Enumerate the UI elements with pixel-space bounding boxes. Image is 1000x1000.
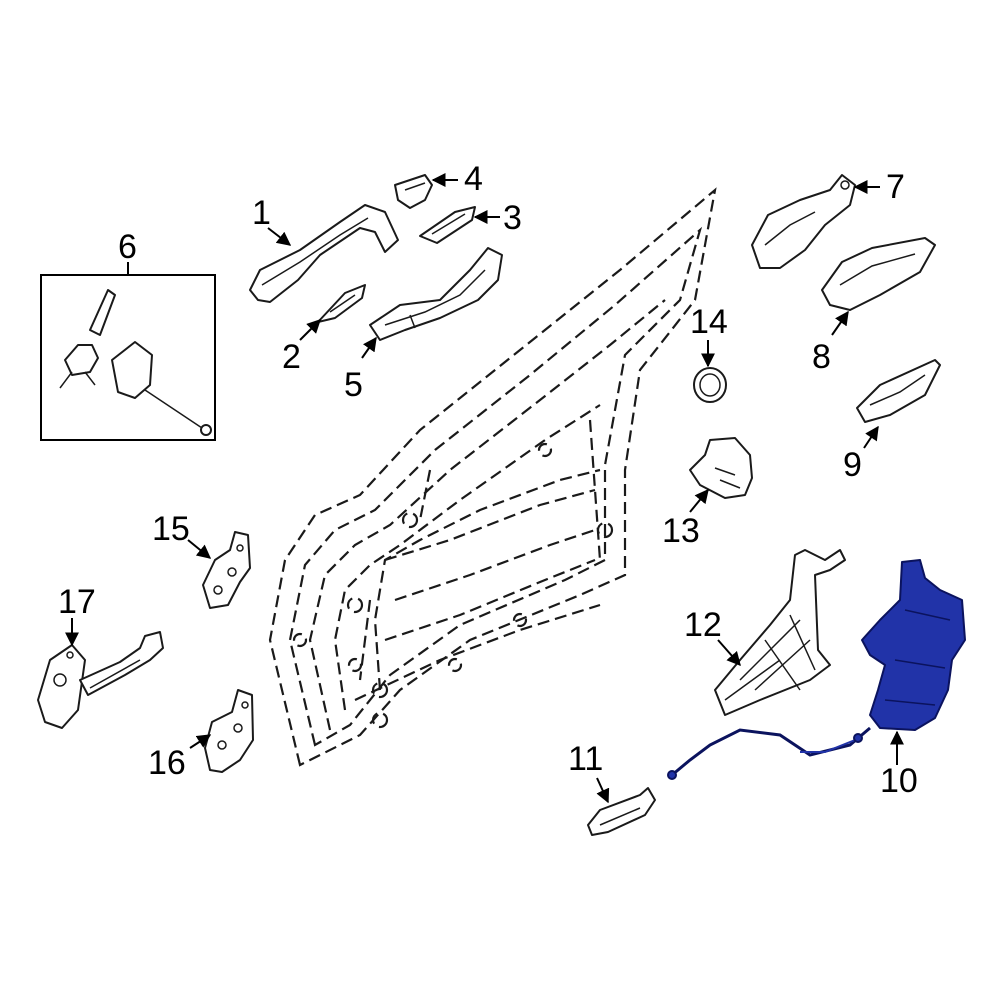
part-14-grommet <box>693 367 727 403</box>
callout-3: 3 <box>503 199 522 237</box>
callout-6: 6 <box>118 228 137 266</box>
callout-2: 2 <box>282 338 301 376</box>
callout-labels: 1 2 3 4 5 6 7 8 9 10 11 12 13 14 15 16 1… <box>58 160 918 800</box>
callout-11: 11 <box>568 740 603 778</box>
part-7-inner-handle-frame <box>751 174 856 269</box>
part-12-trim-bracket <box>714 549 846 716</box>
part-8-inner-handle <box>821 237 936 311</box>
part-9-bezel <box>856 359 941 423</box>
part-17-door-check <box>37 631 164 729</box>
callout-10: 10 <box>880 762 918 800</box>
part-15-upper-hinge <box>202 531 251 609</box>
part-6-lock-cylinder-set <box>40 274 216 441</box>
part-1-outer-handle <box>249 204 399 303</box>
part-2-cover <box>317 284 366 323</box>
callout-13: 13 <box>662 512 700 550</box>
callout-9: 9 <box>843 446 862 484</box>
callout-7: 7 <box>886 168 905 206</box>
part-16-lower-hinge <box>204 689 254 773</box>
callout-17: 17 <box>58 583 96 621</box>
part-10-door-lock-actuator <box>667 559 966 780</box>
callout-12: 12 <box>684 606 722 644</box>
callout-4: 4 <box>464 160 483 198</box>
callout-14: 14 <box>690 303 728 341</box>
callout-16: 16 <box>148 744 186 782</box>
part-3-gasket <box>419 206 476 244</box>
part-11-pull-handle <box>587 787 656 836</box>
part-13-striker <box>689 437 753 499</box>
part-5-handle-bracket <box>369 247 503 341</box>
callout-15: 15 <box>152 510 190 548</box>
leader-lines <box>65 173 904 804</box>
callout-5: 5 <box>344 366 363 404</box>
part-4-clip <box>394 174 433 209</box>
callout-8: 8 <box>812 338 831 376</box>
door-frame-outline <box>268 187 717 767</box>
callout-1: 1 <box>252 194 271 232</box>
